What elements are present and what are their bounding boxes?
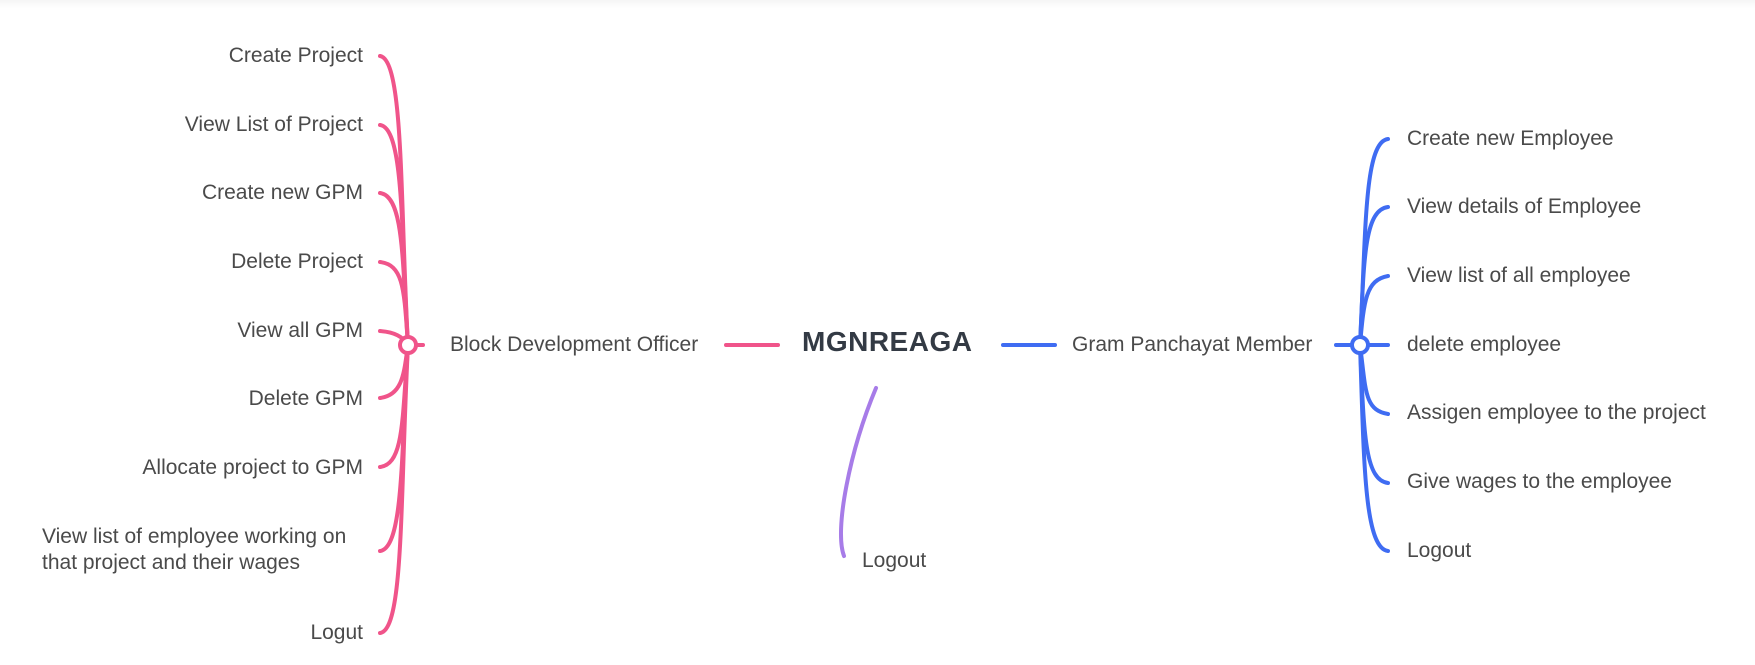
bdo-item-view-all-gpm[interactable]: View all GPM xyxy=(237,319,363,342)
gpm-item-view-list-of-all-employee[interactable]: View list of all employee xyxy=(1407,264,1631,287)
right-branch-connectors xyxy=(1001,137,1390,553)
gpm-item-assign-employee-to-project[interactable]: Assigen employee to the project xyxy=(1407,401,1706,424)
bdo-item-delete-project[interactable]: Delete Project xyxy=(231,250,363,273)
bdo-item-delete-gpm[interactable]: Delete GPM xyxy=(248,387,363,410)
root-node-title[interactable]: MGNREAGA xyxy=(802,326,973,357)
gpm-item-create-new-employee[interactable]: Create new Employee xyxy=(1407,127,1614,150)
bdo-item-create-new-gpm[interactable]: Create new GPM xyxy=(201,181,363,204)
connector-left-item-4 xyxy=(378,260,410,347)
gpm-item-view-details-of-employee[interactable]: View details of Employee xyxy=(1407,195,1642,218)
gpm-item-give-wages[interactable]: Give wages to the employee xyxy=(1407,470,1672,493)
bdo-item-create-project[interactable]: Create Project xyxy=(228,44,363,67)
bdo-junction-node xyxy=(398,335,418,355)
connector-right-item-7 xyxy=(1358,343,1390,553)
root-logout-node[interactable]: Logout xyxy=(862,549,927,572)
gpm-item-logout[interactable]: Logout xyxy=(1407,539,1472,562)
gpm-item-delete-employee[interactable]: delete employee xyxy=(1407,333,1562,356)
connector-left-item-9 xyxy=(378,343,410,635)
left-branch-connectors xyxy=(378,54,780,635)
top-edge-shadow xyxy=(0,0,1755,8)
gpm-junction-node xyxy=(1350,335,1370,355)
bdo-branch-label[interactable]: Block Development Officer xyxy=(450,333,699,356)
bdo-item-view-list-of-project[interactable]: View List of Project xyxy=(184,113,363,136)
bdo-item-view-list-of-employee-wages[interactable]: View list of employee working on that pr… xyxy=(42,525,347,574)
connector-right-item-3 xyxy=(1358,274,1390,347)
bdo-item-logout[interactable]: Logut xyxy=(310,621,363,644)
connector-root-to-logout xyxy=(838,386,878,558)
bdo-item-allocate-project-to-gpm[interactable]: Allocate project to GPM xyxy=(142,456,363,479)
gpm-branch-label[interactable]: Gram Panchayat Member xyxy=(1072,333,1313,356)
bottom-branch-connectors xyxy=(838,386,878,558)
